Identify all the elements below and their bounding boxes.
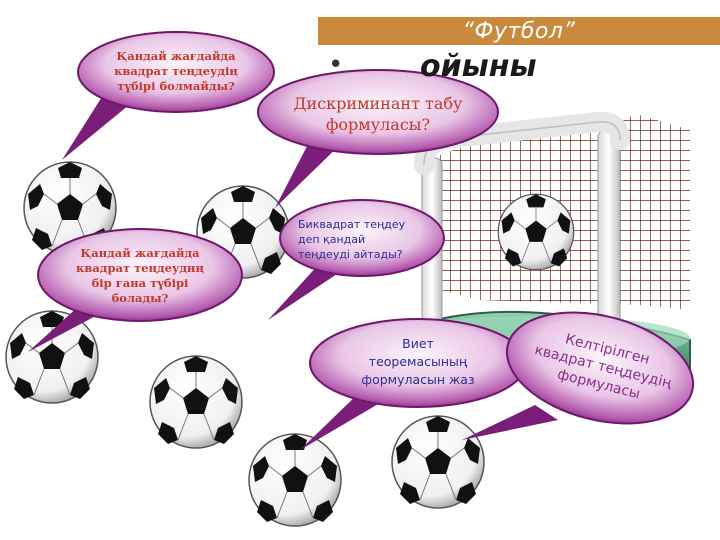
speech-bubble-q4	[28, 228, 243, 352]
bubble-line: формуласын жаз	[361, 372, 475, 387]
bubble-line: Қандай жағдайда	[80, 246, 200, 260]
bubble-line: Виет	[402, 336, 434, 351]
bullet-marker: •	[328, 50, 344, 80]
bubble-line: Дискриминант табу	[293, 94, 463, 113]
speech-bubble-q1	[62, 31, 275, 160]
bubble-text-q4[interactable]: Қандай жағдайда квадрат теңдеуднң бір ға…	[60, 246, 220, 306]
speech-bubble-q2	[257, 69, 499, 208]
soccer-ball-icon	[149, 355, 243, 449]
bubble-line: Биквадрат теңдеу	[298, 218, 406, 231]
speech-bubble-q3	[268, 199, 445, 320]
bubble-line: болады?	[111, 291, 169, 305]
bubble-text-q2[interactable]: Дискриминант табу формуласы?	[278, 93, 478, 135]
bubble-line: деп қандай	[298, 233, 366, 246]
bubble-line: теоремасының	[368, 354, 468, 369]
soccer-ball-icon	[248, 433, 342, 527]
bubble-text-q5[interactable]: Виет теоремасының формуласын жаз	[338, 335, 498, 389]
bubble-line: Қандай жағдайда	[116, 49, 236, 63]
bubble-text-q3[interactable]: Биквадрат теңдеу деп қандай теңдеуді айт…	[298, 217, 418, 262]
page-subtitle: ойыны	[420, 49, 537, 84]
speech-bubble-q6	[462, 311, 695, 440]
header-title: “Футбол”	[318, 17, 720, 45]
soccer-ball-icon	[5, 310, 99, 404]
bubble-line: квадрат теңдеудің	[114, 64, 238, 78]
bubble-line: квадрат теңдеуднң	[76, 261, 204, 275]
bubble-text-q1[interactable]: Қандай жағдайда квадрат теңдеудің түбірі…	[96, 49, 256, 94]
bubble-line: бір ғана түбірі	[91, 276, 189, 290]
soccer-ball-icon	[391, 415, 485, 509]
bubble-line: түбірі болмайды?	[117, 79, 235, 93]
bubble-line: теңдеуді айтады?	[298, 248, 403, 261]
bubble-line: формуласы?	[325, 115, 431, 134]
